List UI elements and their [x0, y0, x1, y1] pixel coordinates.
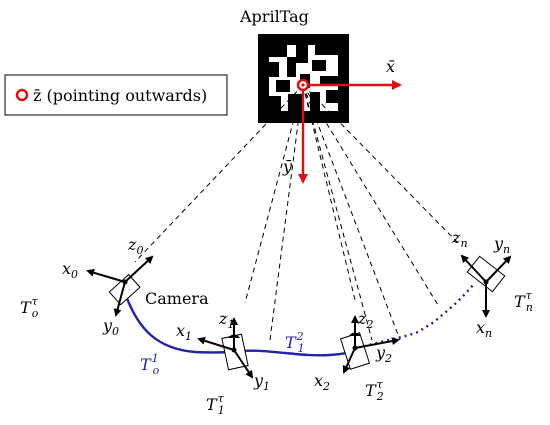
- pose-2-z-label: z2: [357, 309, 373, 331]
- tag-x-axis-label: x̄: [386, 57, 395, 76]
- pose-0-y-label: y0: [102, 316, 119, 338]
- pose-n-camera: [460, 254, 512, 318]
- pose-1-x-label: x1: [176, 321, 192, 343]
- pose-n-x-label: xn: [476, 318, 492, 340]
- title: AprilTag: [239, 7, 309, 26]
- pose-0-x-label: x0: [62, 259, 78, 281]
- legend-marker-icon: [15, 88, 29, 102]
- tag-y-axis-label: ȳ: [282, 157, 293, 176]
- pose-2-x-label: x2: [314, 371, 330, 393]
- pose-1-y-label: y1: [253, 371, 270, 393]
- pose-0-camera: [86, 255, 154, 317]
- pose-1-z-label: z1: [218, 309, 234, 331]
- pose-2-camera: [339, 315, 400, 374]
- projection-rays: [134, 84, 461, 341]
- legend-text: z̄ (pointing outwards): [33, 86, 207, 105]
- tag-axes: [296, 78, 402, 184]
- pose-1-camera: [197, 317, 254, 379]
- camera-label: Camera: [145, 289, 209, 308]
- legend: z̄ (pointing outwards): [4, 74, 228, 116]
- pose-n-z-label: zn: [451, 228, 468, 250]
- pose-n-y-label: yn: [493, 234, 510, 256]
- pose-0-z-label: z0: [127, 235, 143, 257]
- pose-2-y-label: y2: [375, 343, 392, 365]
